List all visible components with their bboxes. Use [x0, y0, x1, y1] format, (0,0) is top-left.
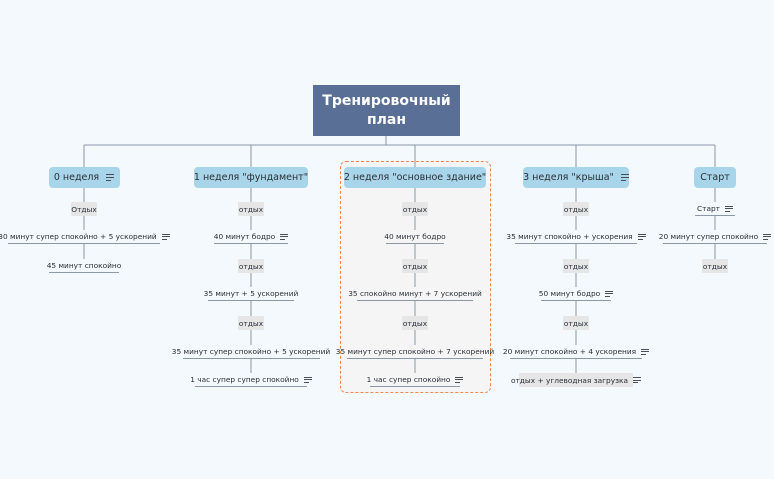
subtopic-item[interactable]: 20 минут спокойно + 4 ускорения	[503, 345, 650, 359]
subtopic-item[interactable]: 35 минут спокойно + ускорения	[506, 230, 646, 244]
subtopic-item[interactable]: 35 спокойно минут + 7 ускорений	[348, 287, 482, 301]
subtopic-label: 20 минут супер спокойно	[658, 232, 759, 241]
branch-topic-3[interactable]: 3 неделя "крыша"	[523, 167, 629, 188]
subtopic-item[interactable]: 20 минут супер спокойно	[659, 230, 772, 244]
note-icon[interactable]	[280, 232, 289, 241]
subtopic-item[interactable]: 30 минут супер спокойно + 5 ускорений	[0, 230, 170, 244]
branch-topic-label: 1 неделя "фундамент"	[193, 172, 309, 183]
subtopic-label: 30 минут супер спокойно + 5 ускорений	[0, 232, 157, 241]
subtopic-item[interactable]: отдых	[563, 259, 589, 273]
subtopic-label: отдых	[402, 204, 428, 214]
subtopic-item[interactable]: 45 минут спокойно	[46, 259, 122, 273]
subtopic-item[interactable]: Старт	[695, 202, 735, 216]
subtopic-label: 1 час супер супер спокойно	[190, 375, 299, 384]
subtopic-item[interactable]: отдых	[238, 202, 264, 216]
note-icon[interactable]	[763, 232, 772, 241]
root-topic[interactable]: Тренировочный план	[313, 85, 460, 136]
subtopic-item[interactable]: отдых	[563, 202, 589, 216]
subtopic-label: отдых	[238, 318, 264, 328]
subtopic-item[interactable]: отдых	[402, 202, 428, 216]
subtopic-label: Старт	[697, 204, 720, 213]
subtopic-label: отдых	[563, 318, 589, 328]
subtopic-item[interactable]: 40 минут бодро	[213, 230, 289, 244]
subtopic-label: 50 минут бодро	[538, 289, 601, 298]
subtopic-label: 35 минут супер спокойно + 5 ускорений	[171, 347, 331, 356]
subtopic-item[interactable]: 40 минут бодро	[384, 230, 446, 244]
note-icon[interactable]	[620, 172, 629, 183]
subtopic-label: 1 час супер спокойно	[366, 375, 451, 384]
branch-topic-label: Старт	[700, 172, 730, 183]
subtopic-item[interactable]: отдых	[238, 259, 264, 273]
subtopic-label: 35 минут супер спокойно + 7 ускорений	[335, 347, 495, 356]
subtopic-label: отдых	[238, 261, 264, 271]
note-icon[interactable]	[455, 375, 464, 384]
subtopic-label: отдых	[402, 318, 428, 328]
branch-topic-label: 2 неделя "основное здание"	[343, 172, 487, 183]
subtopic-label: 35 минут спокойно + ускорения	[506, 232, 633, 241]
subtopic-label: отдых	[563, 261, 589, 271]
note-icon[interactable]	[303, 375, 312, 384]
subtopic-label: отдых + углеводная загрузка	[510, 375, 629, 385]
subtopic-item[interactable]: отдых	[238, 316, 264, 330]
note-icon[interactable]	[637, 232, 646, 241]
root-topic-label: Тренировочный план	[322, 92, 451, 128]
subtopic-item[interactable]: 35 минут супер спокойно + 5 ускорений	[172, 345, 330, 359]
subtopic-item[interactable]: 1 час супер супер спокойно	[190, 373, 312, 387]
subtopic-item[interactable]: отдых	[702, 259, 728, 273]
subtopic-label: 40 минут бодро	[213, 232, 276, 241]
subtopic-item[interactable]: отдых	[563, 316, 589, 330]
subtopic-item[interactable]: отдых + углеводная загрузка	[511, 373, 642, 387]
subtopic-item[interactable]: 35 минут + 5 ускорений	[204, 287, 298, 301]
subtopic-label: 45 минут спокойно	[46, 261, 122, 270]
branch-topic-2[interactable]: 2 неделя "основное здание"	[344, 167, 486, 188]
subtopic-item[interactable]: 50 минут бодро	[538, 287, 614, 301]
branch-topic-label: 0 неделя	[53, 172, 100, 183]
note-icon[interactable]	[605, 289, 614, 298]
note-icon[interactable]	[633, 376, 642, 385]
subtopic-label: отдых	[238, 204, 264, 214]
subtopic-item[interactable]: 1 час супер спокойно	[366, 373, 464, 387]
subtopic-item[interactable]: 35 минут супер спокойно + 7 ускорений	[336, 345, 494, 359]
subtopic-item[interactable]: отдых	[402, 316, 428, 330]
branch-topic-label: 3 неделя "крыша"	[523, 172, 614, 183]
subtopic-label: Отдых	[71, 204, 97, 214]
note-icon[interactable]	[161, 232, 170, 241]
note-icon[interactable]	[106, 172, 115, 183]
subtopic-item[interactable]: Отдых	[71, 202, 97, 216]
subtopic-label: 35 спокойно минут + 7 ускорений	[348, 289, 482, 298]
subtopic-label: 40 минут бодро	[384, 232, 446, 241]
subtopic-label: отдых	[702, 261, 728, 271]
note-icon[interactable]	[641, 347, 650, 356]
note-icon[interactable]	[725, 204, 733, 213]
subtopic-label: 35 минут + 5 ускорений	[203, 289, 299, 298]
branch-topic-1[interactable]: 1 неделя "фундамент"	[194, 167, 308, 188]
branch-topic-0[interactable]: 0 неделя	[48, 167, 120, 188]
subtopic-label: отдых	[402, 261, 428, 271]
subtopic-label: 20 минут спокойно + 4 ускорения	[502, 347, 637, 356]
subtopic-item[interactable]: отдых	[402, 259, 428, 273]
subtopic-label: отдых	[563, 204, 589, 214]
branch-topic-4[interactable]: Старт	[694, 167, 736, 188]
